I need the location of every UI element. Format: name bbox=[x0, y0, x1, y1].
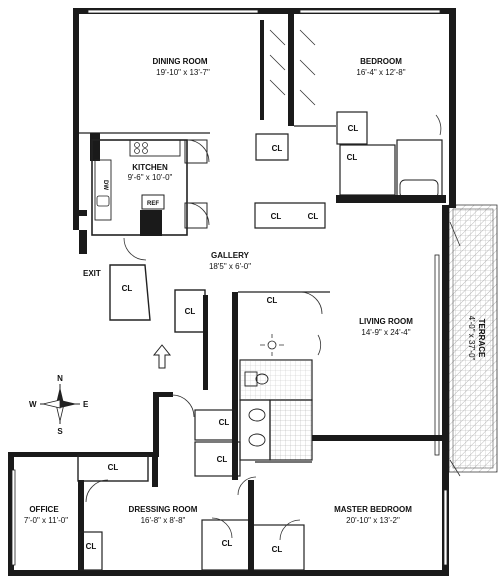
closet-label: CL bbox=[267, 296, 278, 305]
door-swings bbox=[85, 29, 461, 541]
bedroom-dim: 16'-4" x 12'-8" bbox=[356, 68, 405, 77]
closet-labels: CL CL CL CL CL CL CL CL CL CL CL CL CL C… bbox=[86, 124, 359, 554]
refrigerator bbox=[141, 194, 165, 210]
compass-east: E bbox=[83, 400, 89, 409]
terrace-name: TERRACE bbox=[477, 319, 486, 358]
office-dim: 7'-0" x 11'-0" bbox=[24, 516, 68, 525]
closet-label: CL bbox=[86, 542, 97, 551]
gallery-dim: 18'5" x 6'-0" bbox=[209, 262, 251, 271]
room-labels: DINING ROOM 19'-10" x 13'-7" BEDROOM 16'… bbox=[24, 57, 413, 525]
living-room-name: LIVING ROOM bbox=[359, 317, 413, 326]
kitchen-sink-icon bbox=[96, 195, 110, 207]
exit-label: EXIT bbox=[83, 269, 101, 278]
terrace: TERRACE 4'-0" x 37'-0" bbox=[448, 204, 498, 473]
dressing-room-name: DRESSING ROOM bbox=[129, 505, 198, 514]
gallery-name: GALLERY bbox=[211, 251, 250, 260]
interior-walls bbox=[77, 8, 447, 572]
compass-north: N bbox=[57, 374, 63, 383]
kitchen-name: KITCHEN bbox=[132, 163, 168, 172]
closet-label: CL bbox=[272, 144, 283, 153]
dining-room-name: DINING ROOM bbox=[152, 57, 207, 66]
stove-icon bbox=[134, 142, 148, 154]
terrace-dim: 4'-0" x 37'-0" bbox=[467, 316, 476, 361]
living-room-dim: 14'-9" x 24'-4" bbox=[361, 328, 410, 337]
dressing-room-dim: 16'-8" x 8'-8" bbox=[141, 516, 186, 525]
bedroom-name: BEDROOM bbox=[360, 57, 402, 66]
compass-west: W bbox=[29, 400, 37, 409]
refrigerator-label: REF bbox=[147, 201, 159, 207]
kitchen-dim: 9'-6" x 10'-0" bbox=[128, 173, 173, 182]
compass-south: S bbox=[57, 427, 63, 436]
closet-label: CL bbox=[217, 455, 228, 464]
master-bedroom-dim: 20'-10" x 13'-2" bbox=[346, 516, 400, 525]
closet-label: CL bbox=[185, 307, 196, 316]
windows bbox=[11, 9, 448, 566]
compass-icon: N S E W bbox=[29, 374, 89, 436]
closet-label: CL bbox=[108, 463, 119, 472]
dishwasher-label: DW bbox=[102, 180, 108, 190]
closet-label: CL bbox=[271, 212, 282, 221]
closet-label: CL bbox=[308, 212, 319, 221]
office-name: OFFICE bbox=[29, 505, 59, 514]
closet-label: CL bbox=[222, 539, 233, 548]
light-fixture-icon bbox=[260, 334, 284, 356]
closet-label: CL bbox=[219, 418, 230, 427]
dining-room-dim: 19'-10" x 13'-7" bbox=[156, 68, 210, 77]
entrance-arrow-icon bbox=[152, 344, 172, 369]
closet-label: CL bbox=[272, 545, 283, 554]
master-bedroom-name: MASTER BEDROOM bbox=[334, 505, 412, 514]
closet-label: CL bbox=[122, 284, 133, 293]
closet-label: CL bbox=[347, 153, 358, 162]
closet-label: CL bbox=[348, 124, 359, 133]
